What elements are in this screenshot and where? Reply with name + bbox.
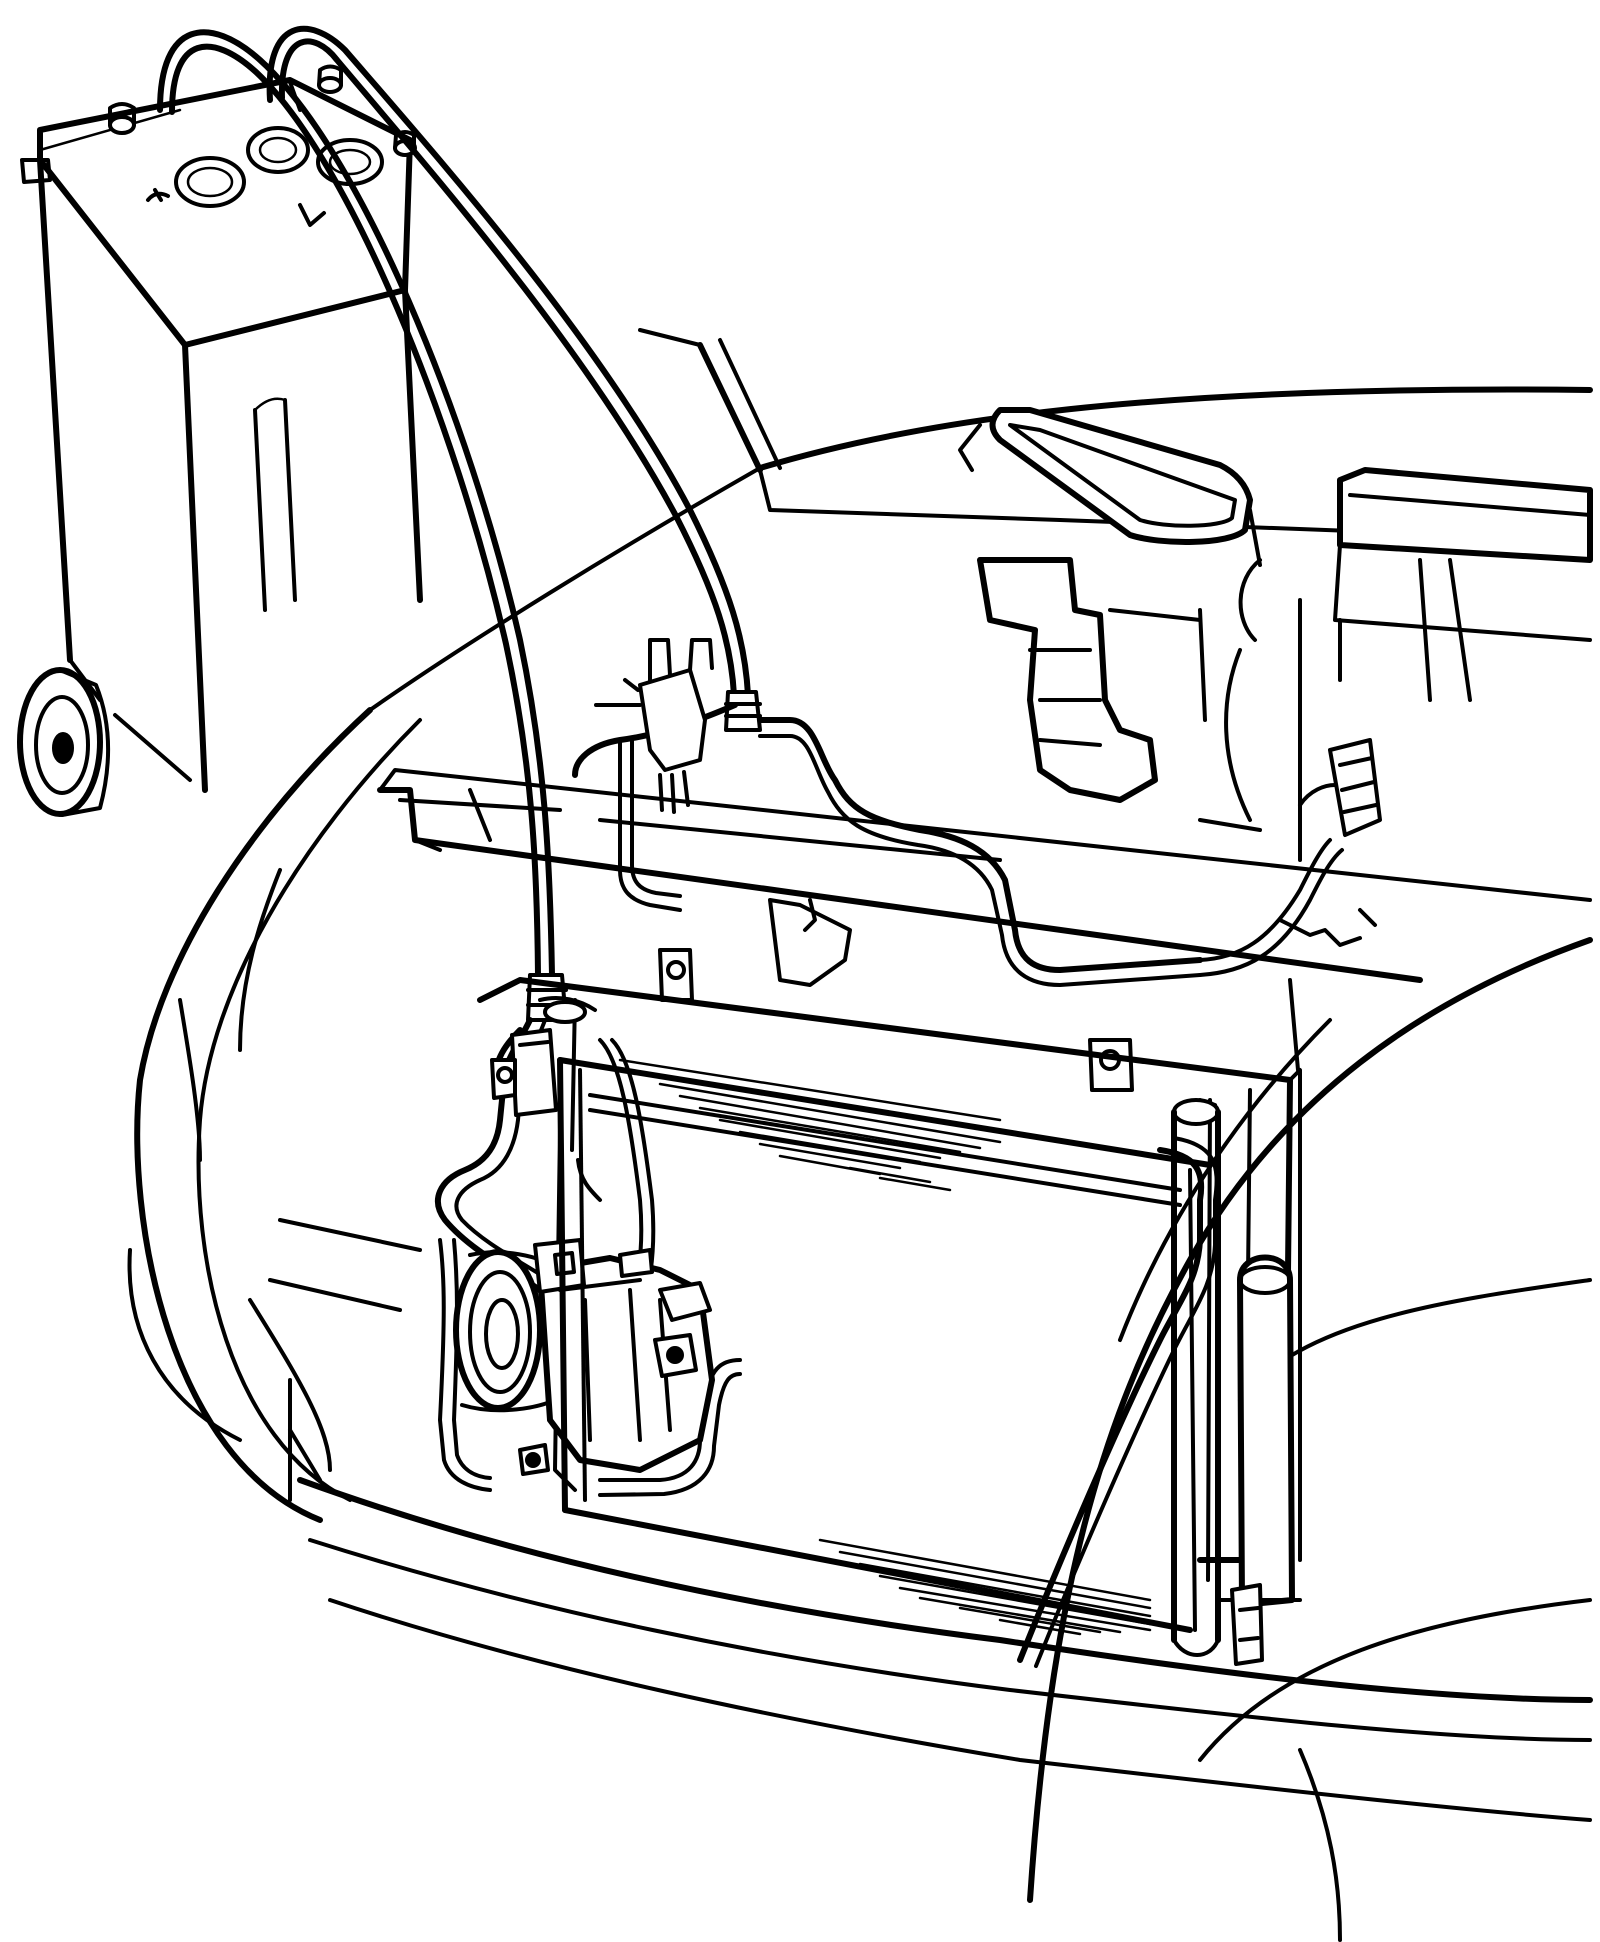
support-bracket-right xyxy=(1088,1038,1134,1092)
strut-tower-right xyxy=(1198,558,1302,862)
station-handle-slots xyxy=(253,397,297,612)
compressor-fittings xyxy=(518,1238,654,1476)
air-filter-housing xyxy=(1333,467,1593,702)
support-bracket-left xyxy=(658,948,694,1002)
ac-condenser xyxy=(557,1057,1219,1668)
ac-service-station xyxy=(17,64,423,817)
ac-service-manifold xyxy=(594,638,714,814)
ac-suction-line xyxy=(572,702,1382,987)
condenser-fins-top xyxy=(618,1058,1002,1192)
radiator-support xyxy=(377,768,1592,1092)
hood-support-strut xyxy=(638,328,782,473)
condenser-outlet-pipe xyxy=(1017,1136,1219,1668)
station-valve-knobs xyxy=(20,64,417,184)
air-intake-duct xyxy=(958,407,1262,567)
front-bumper xyxy=(248,1298,1593,1822)
brake-master-cylinder xyxy=(977,557,1207,803)
radiator-side-tank-right xyxy=(1218,1254,1302,1666)
evaporator-block-fitting xyxy=(1298,738,1382,837)
condenser-fins-bottom xyxy=(818,1538,1152,1636)
front-fender-left xyxy=(127,707,422,1523)
receiver-drier xyxy=(1171,1098,1221,1657)
gauge-icon xyxy=(174,156,246,208)
station-wheel xyxy=(17,667,111,817)
service-hoses xyxy=(157,25,762,1022)
hose-coupler-low xyxy=(724,690,762,732)
engine-bay-details xyxy=(268,898,1377,1502)
service-hose-right xyxy=(266,25,751,698)
pressure-switch xyxy=(490,996,597,1117)
gauge-icon xyxy=(246,126,310,174)
